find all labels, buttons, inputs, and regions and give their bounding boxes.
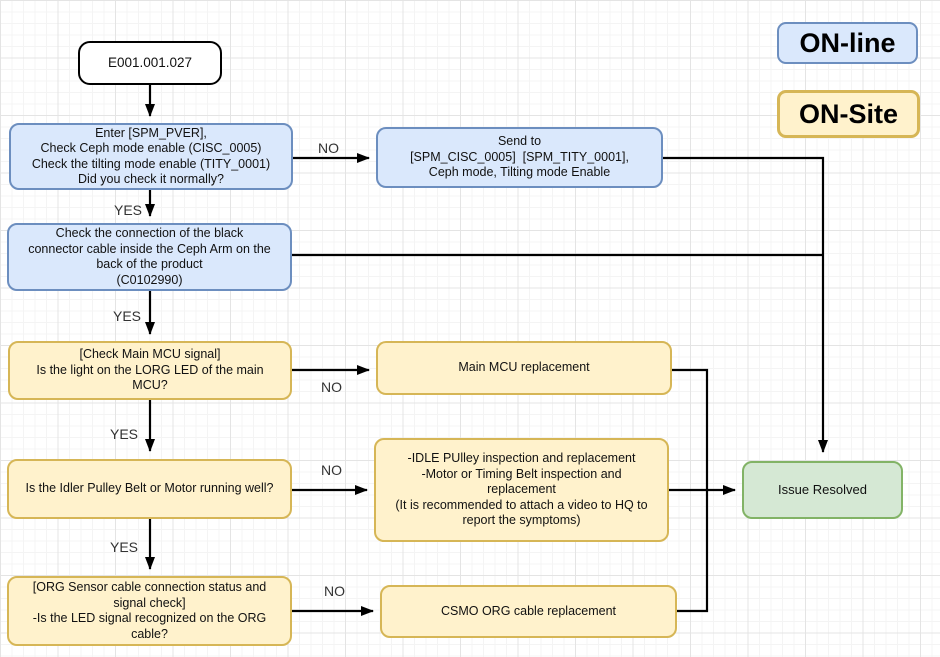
node-enter-spm-pver: Enter [SPM_PVER], Check Ceph mode enable… [9,123,293,190]
edge-label-no-4: NO [324,583,345,599]
legend-online: ON-line [777,22,918,64]
node-send-to: Send to [SPM_CISC_0005] [SPM_TITY_0001],… [376,127,663,188]
edge-mcureplacement-down [672,368,709,490]
node-idle-pulley-inspection: -IDLE PUlley inspection and replacement … [374,438,669,542]
edge-label-no-3: NO [321,462,342,478]
node-csmo-org-replacement: CSMO ORG cable replacement [380,585,677,638]
node-idler-pulley-check-label: Is the Idler Pulley Belt or Motor runnin… [25,481,274,496]
edge-label-yes-4: YES [110,539,139,555]
edge-label-no-2: NO [321,379,342,395]
legend-onsite-label: ON-Site [798,98,898,129]
node-idler-pulley-check: Is the Idler Pulley Belt or Motor runnin… [7,459,292,519]
node-issue-resolved: Issue Resolved [742,461,903,519]
node-check-main-mcu: [Check Main MCU signal] Is the light on … [8,341,292,400]
edge-label-yes-2: YES [113,308,142,324]
edge-csmo-up-to-junction [677,490,709,613]
node-csmo-org-replacement-label: CSMO ORG cable replacement [440,603,617,618]
edge-label-yes-3: YES [110,426,139,442]
node-enter-spm-pver-label: Enter [SPM_PVER], Check Ceph mode enable… [31,125,271,187]
edge-label-yes-1: YES [114,202,143,218]
node-check-black-connector: Check the connection of the black connec… [7,223,292,291]
node-check-main-mcu-label: [Check Main MCU signal] Is the light on … [36,347,264,393]
node-issue-resolved-label: Issue Resolved [778,481,867,497]
node-send-to-label: Send to [SPM_CISC_0005] [SPM_TITY_0001],… [410,134,629,180]
node-idle-pulley-inspection-label: -IDLE PUlley inspection and replacement … [395,451,648,528]
node-org-sensor-check: [ORG Sensor cable connection status and … [7,576,292,646]
legend-onsite: ON-Site [777,90,920,138]
edge-sendto-to-resolved [663,156,828,453]
node-check-black-connector-label: Check the connection of the black connec… [28,226,271,287]
node-main-mcu-replacement-label: Main MCU replacement [458,360,590,375]
node-error-code: E001.001.027 [78,41,222,85]
node-org-sensor-check-label: [ORG Sensor cable connection status and … [32,580,267,641]
legend-online-label: ON-line [799,27,896,58]
edge-label-no-1: NO [318,140,339,156]
node-main-mcu-replacement: Main MCU replacement [376,341,672,395]
node-error-code-label: E001.001.027 [107,54,193,70]
